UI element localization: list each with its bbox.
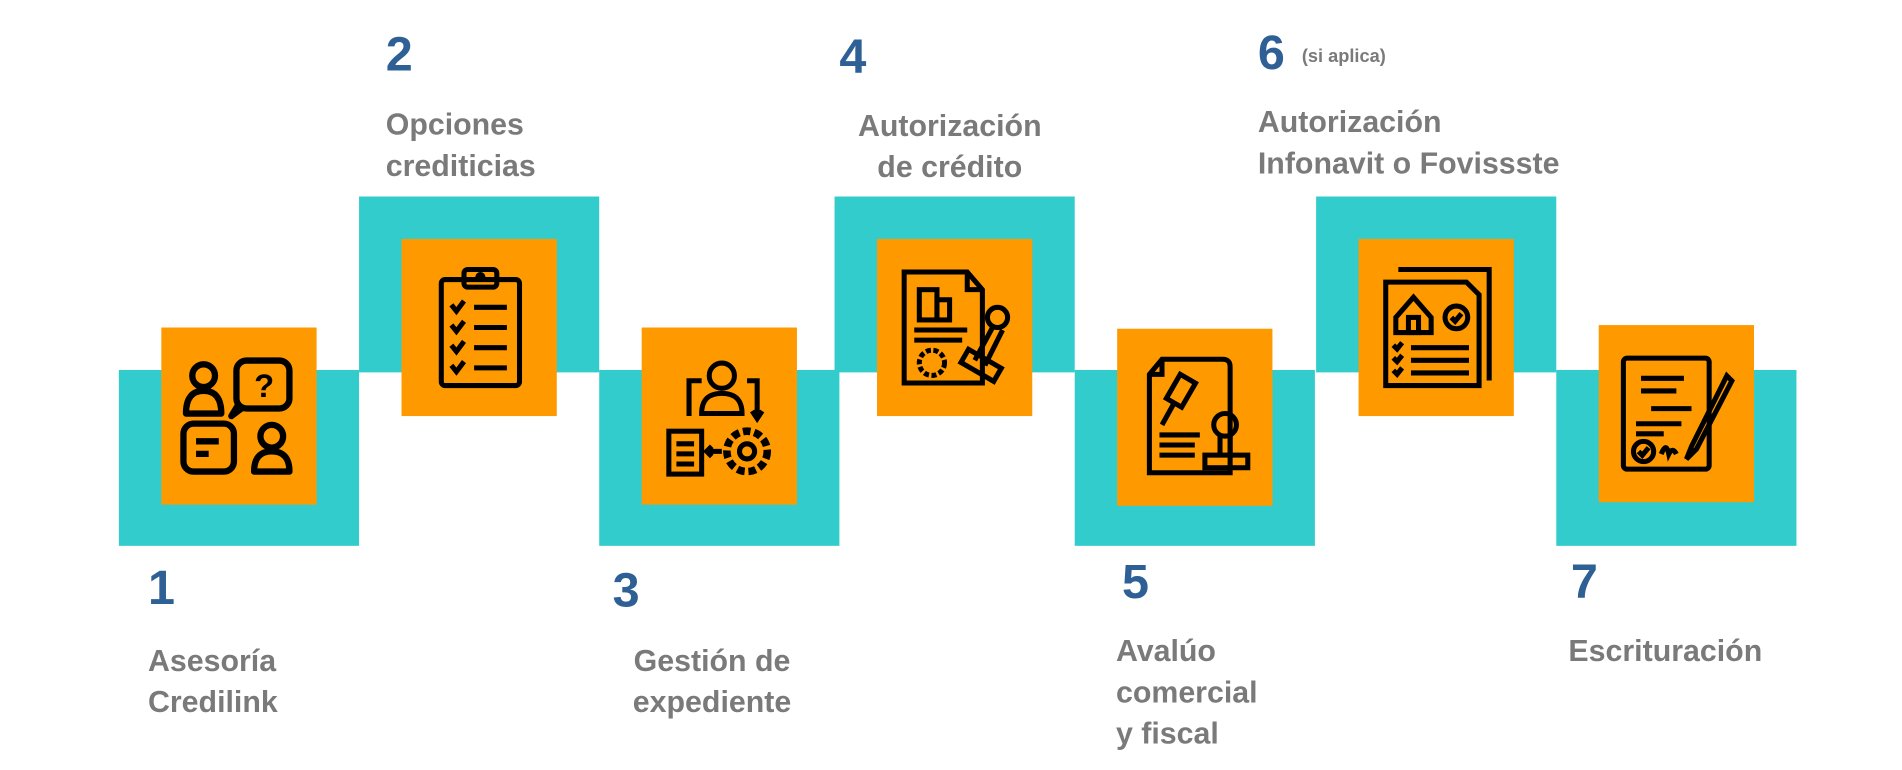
label-line: Avalúo (1115, 634, 1216, 669)
label-line: de crédito (877, 150, 1023, 185)
step-7-label: Escrituración (1568, 631, 1762, 672)
appraisal-gavel-icon (1117, 328, 1273, 506)
signed-contract-icon (1598, 325, 1754, 503)
housing-document-icon (1358, 238, 1514, 417)
step-5-label: Avalúo comercial y fiscal (1116, 631, 1258, 755)
svg-text:?: ? (254, 367, 274, 404)
clipboard-checklist-icon (401, 238, 557, 417)
label-line: Autorización (857, 109, 1042, 144)
process-management-icon (641, 327, 797, 505)
stamp-approval-icon (876, 238, 1033, 417)
consulting-chat-icon: ? (161, 327, 317, 505)
step-6-number: 6 (si aplica) (1258, 29, 1386, 78)
label-line: Opciones (385, 107, 524, 142)
step-2-label: Opciones crediticias (386, 104, 536, 186)
step-1-label: Asesoría Credilink (148, 640, 278, 722)
label-line: expediente (632, 685, 792, 720)
label-line: y fiscal (1115, 716, 1219, 751)
label-line: Credilink (147, 685, 278, 720)
step-6-number-text: 6 (1257, 26, 1285, 81)
step-6-note: (si aplica) (1301, 46, 1386, 67)
step-3-number: 3 (612, 564, 640, 618)
step-6-label: Autorización Infonavit o Fovissste (1258, 102, 1560, 184)
step-5-number: 5 (1122, 555, 1150, 609)
label-line: Autorización (1257, 105, 1442, 140)
step-4-number: 4 (839, 30, 867, 84)
step-3-label: Gestión de expediente (607, 640, 818, 722)
label-line: Asesoría (147, 644, 277, 679)
label-line: Escrituración (1568, 634, 1763, 669)
step-2-number: 2 (385, 27, 413, 82)
step-4-label: Autorización de crédito (828, 106, 1071, 188)
label-line: Gestión de (633, 644, 791, 679)
label-line: Infonavit o Fovissste (1257, 146, 1560, 181)
step-1-number: 1 (147, 561, 175, 615)
label-line: comercial (1115, 675, 1258, 710)
label-line: crediticias (385, 149, 536, 184)
step-7-number: 7 (1570, 555, 1598, 609)
